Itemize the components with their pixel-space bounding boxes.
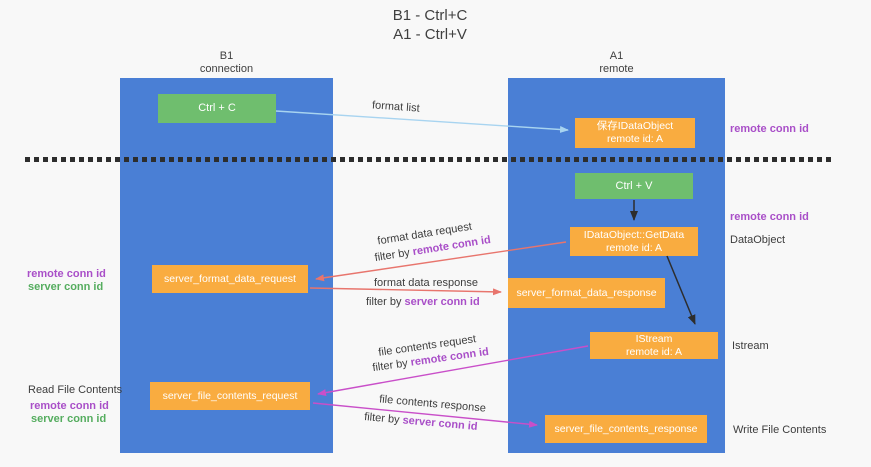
remote-conn-id-annotation-top: remote conn id (730, 123, 809, 135)
remote-conn-id-annotation-left2: remote conn id (30, 400, 109, 412)
remote-conn-id-annotation-left1: remote conn id (27, 268, 106, 280)
write-file-contents-annotation: Write File Contents (733, 424, 827, 436)
file-contents-response-label: file contents response (378, 393, 487, 415)
diagram-title: B1 - Ctrl+C A1 - Ctrl+V (320, 6, 540, 44)
server-conn-id-text: server conn id (404, 296, 480, 308)
filter-by-text: filter by (363, 411, 404, 427)
idataobject-getdata-box: IDataObject::GetData remote id: A (570, 227, 698, 256)
server-format-data-response-box: server_format_data_response (508, 278, 665, 308)
server-format-data-response-label: server_format_data_response (516, 286, 657, 299)
getdata-line2: remote id: A (605, 241, 663, 254)
ctrl-c-box: Ctrl + C (158, 94, 276, 123)
getdata-line1: IDataObject::GetData (583, 228, 685, 241)
lane-a1-name: A1 (609, 50, 624, 62)
server-format-data-request-label: server_format_data_request (164, 272, 296, 285)
diagram-title-line1: B1 - Ctrl+C (392, 7, 468, 24)
file-contents-response-filter-label: filter by server conn id (364, 411, 478, 433)
format-data-response-label: format data response (374, 277, 478, 289)
read-file-contents-annotation: Read File Contents (28, 384, 123, 396)
lane-header-b1: B1 connection (120, 50, 333, 76)
remote-conn-id-annotation-mid: remote conn id (730, 211, 809, 223)
istream-box: IStream remote id: A (590, 332, 718, 359)
lane-b1-role: connection (199, 63, 254, 75)
phase-divider-dashed-line (25, 157, 832, 162)
format-data-response-filter-label: filter by server conn id (366, 296, 480, 308)
lane-b1-name: B1 (219, 50, 234, 62)
istream-line2: remote id: A (625, 345, 683, 358)
filter-by-text: filter by (366, 296, 405, 308)
ctrl-v-box: Ctrl + V (575, 173, 693, 199)
server-file-contents-response-label: server_file_contents_response (554, 422, 698, 435)
server-file-contents-request-label: server_file_contents_request (162, 389, 298, 402)
istream-annotation: Istream (732, 340, 769, 352)
save-idataobject-line2: remote id: A (606, 133, 664, 145)
server-file-contents-response-box: server_file_contents_response (545, 415, 707, 443)
server-file-contents-request-box: server_file_contents_request (150, 382, 310, 410)
ctrl-c-label: Ctrl + C (198, 102, 236, 114)
filter-by-text: filter by (371, 356, 412, 375)
lane-header-a1: A1 remote (508, 50, 725, 76)
diagram-title-line2: A1 - Ctrl+V (393, 26, 467, 43)
save-idataobject-line1: 保存IDataObject (596, 120, 674, 132)
istream-line1: IStream (635, 332, 673, 345)
dataobject-annotation: DataObject (730, 234, 786, 246)
server-conn-id-annotation-left1: server conn id (28, 281, 104, 293)
lane-a1-role: remote (599, 63, 634, 75)
format-list-label: format list (371, 99, 421, 115)
save-idataobject-box: 保存IDataObject remote id: A (575, 118, 695, 148)
server-format-data-request-box: server_format_data_request (152, 265, 308, 293)
server-conn-id-text: server conn id (402, 414, 479, 433)
server-conn-id-annotation-left2: server conn id (31, 413, 107, 425)
ctrl-v-label: Ctrl + V (615, 179, 653, 192)
filter-by-text: filter by (373, 246, 414, 265)
